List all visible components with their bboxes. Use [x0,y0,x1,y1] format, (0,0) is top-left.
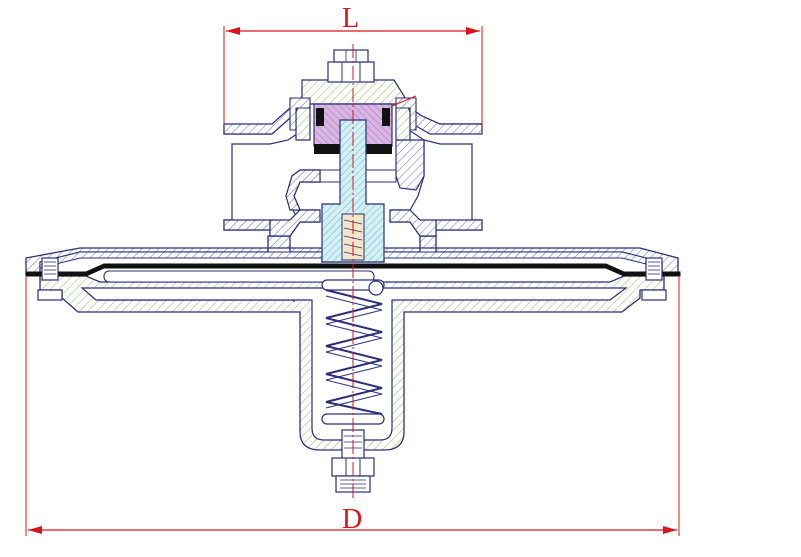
valve-body [223,107,483,237]
dimension-L [223,26,483,124]
right-flange-bolt [641,257,667,301]
centerline [352,44,417,498]
left-flange-bolt [37,257,63,301]
lower-spring-housing [39,270,665,451]
diaphragm [25,263,681,277]
dimension-D [25,276,680,536]
dimension-D-label: D [342,504,363,535]
dimension-L-label: L [342,3,360,34]
bonnet [289,79,417,141]
top-adjusting-nut [327,49,375,83]
